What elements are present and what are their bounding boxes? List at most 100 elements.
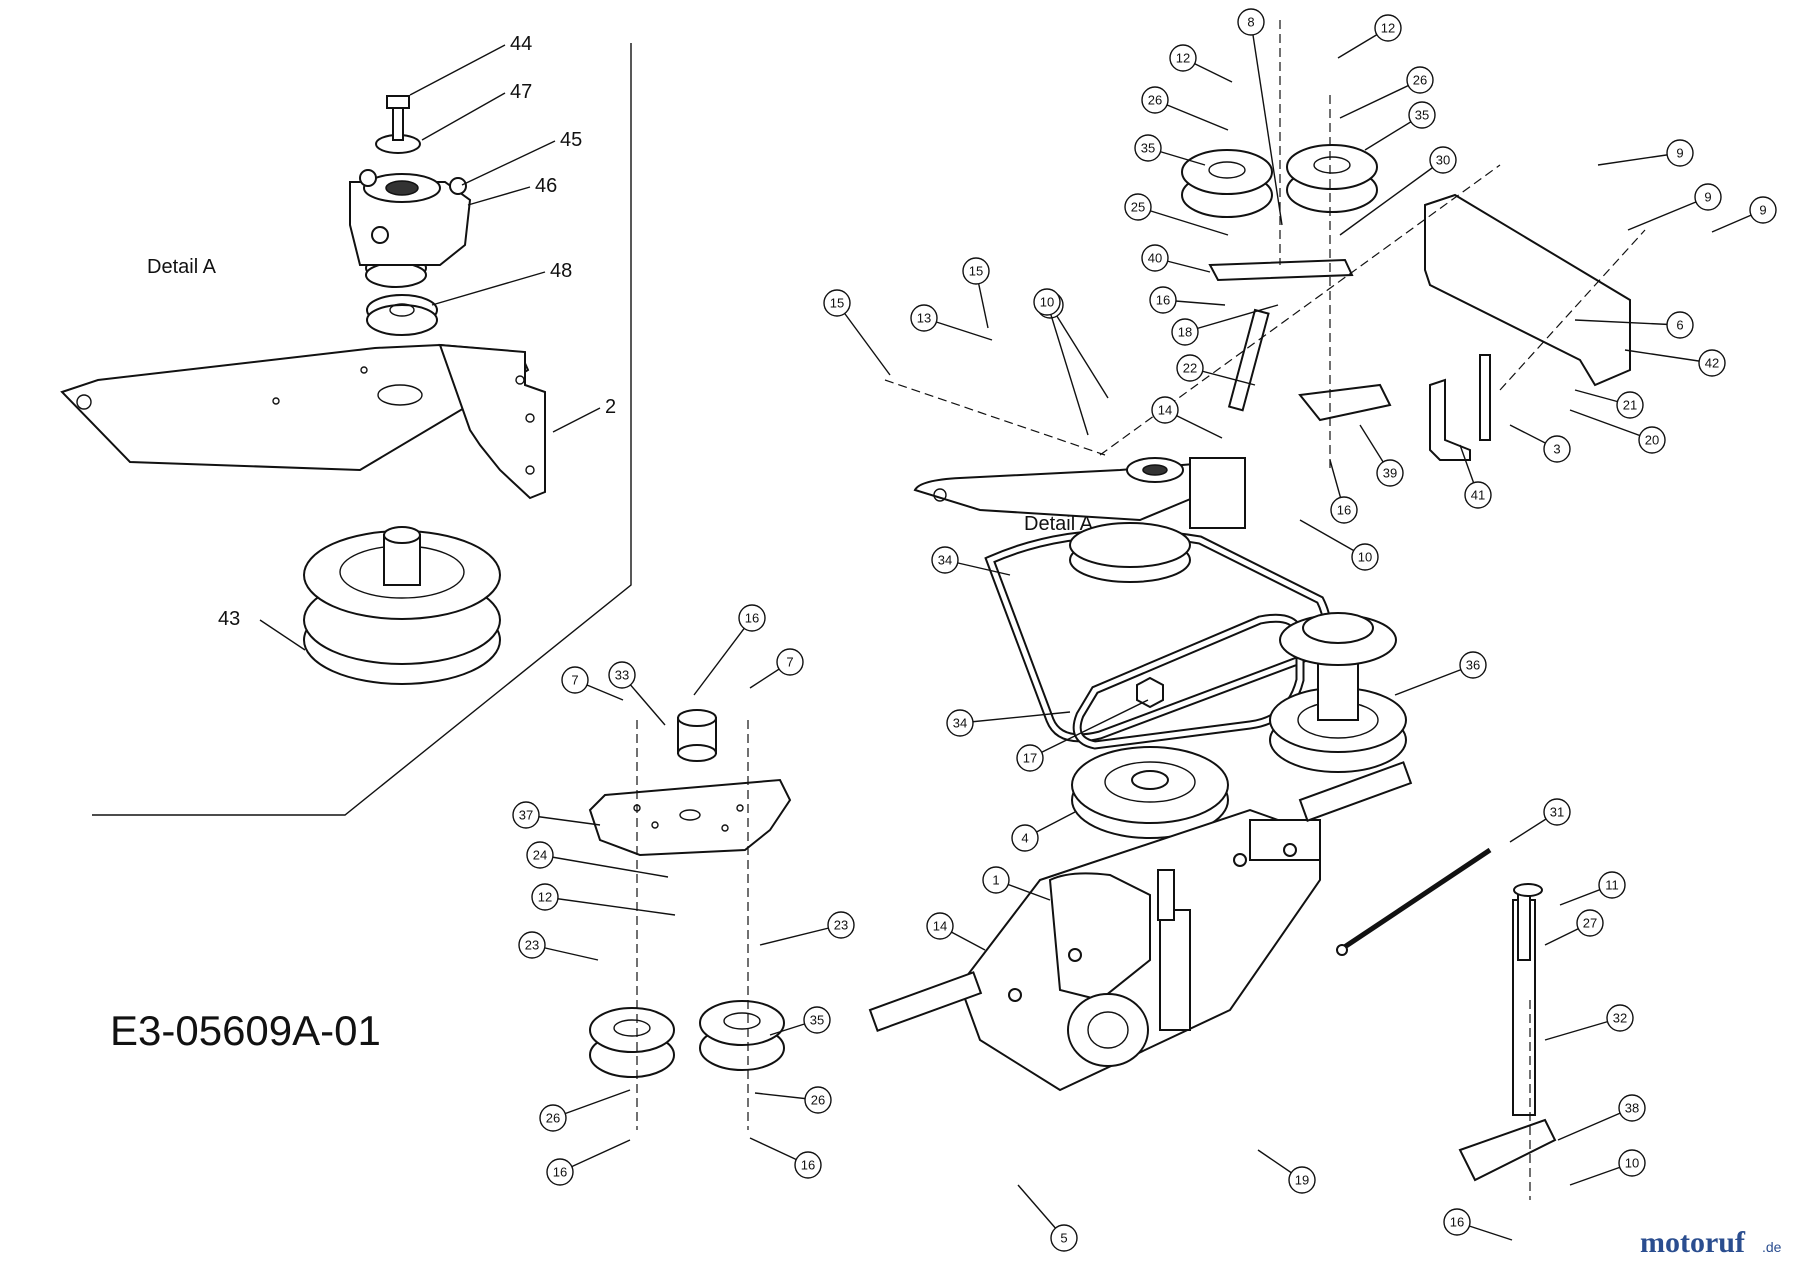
callout-number: 37 bbox=[519, 808, 533, 823]
callout-circle bbox=[1618, 1149, 1646, 1177]
callout-number: 7 bbox=[786, 655, 793, 670]
callout-circle bbox=[1698, 349, 1726, 377]
callout-circle bbox=[1351, 543, 1379, 571]
callout-circle bbox=[1576, 909, 1604, 937]
callout-circle bbox=[539, 1104, 567, 1132]
callout-circle bbox=[804, 1086, 832, 1114]
watermark-main: motoruf bbox=[1640, 1226, 1746, 1259]
callout-circle bbox=[1237, 8, 1265, 36]
callout-number: 19 bbox=[1295, 1173, 1309, 1188]
callout-circle bbox=[1033, 288, 1061, 316]
callout-circle bbox=[1543, 798, 1571, 826]
idler-plate-37 bbox=[588, 778, 792, 857]
drawing-code: E3-05609A-01 bbox=[110, 1007, 381, 1054]
callout-circle bbox=[1459, 651, 1487, 679]
callout-circle bbox=[1666, 139, 1694, 167]
callout-circle bbox=[1638, 426, 1666, 454]
callout-number: 23 bbox=[525, 938, 539, 953]
detail-callout-number: 2 bbox=[605, 396, 616, 418]
callout-number: 9 bbox=[1704, 190, 1711, 205]
callout-circle bbox=[803, 1006, 831, 1034]
callout-number: 16 bbox=[1450, 1215, 1464, 1230]
pulley-36 bbox=[1269, 612, 1407, 773]
callout-circle bbox=[1443, 1208, 1471, 1236]
callout-leader-line bbox=[1624, 349, 1713, 364]
callout-number: 30 bbox=[1436, 153, 1450, 168]
callout-number: 13 bbox=[917, 311, 931, 326]
spacer-33 bbox=[677, 709, 717, 762]
callout-circle bbox=[1134, 134, 1162, 162]
detail-callout-number: 46 bbox=[535, 175, 557, 197]
callout-leader-line bbox=[959, 711, 1071, 724]
callout-circle bbox=[1171, 318, 1199, 346]
callout-number: 32 bbox=[1613, 1011, 1627, 1026]
idler-pulleys-upper bbox=[1181, 144, 1378, 412]
tube-32-bracket-38 bbox=[1458, 883, 1557, 1182]
callout-circle bbox=[1016, 744, 1044, 772]
callout-number: 22 bbox=[1183, 361, 1197, 376]
detail-a-title: Detail A bbox=[147, 256, 217, 278]
callout-number: 31 bbox=[1550, 805, 1564, 820]
callout-circle bbox=[1543, 435, 1571, 463]
callout-number: 23 bbox=[834, 918, 848, 933]
callout-number: 41 bbox=[1471, 488, 1485, 503]
pulley-4 bbox=[1071, 676, 1229, 839]
callout-number: 9 bbox=[1759, 203, 1766, 218]
callout-leader-line bbox=[1597, 152, 1681, 166]
callout-leader-line bbox=[544, 896, 676, 916]
detail-leader-line bbox=[467, 186, 531, 206]
callout-circle bbox=[1408, 101, 1436, 129]
callout-leader-line bbox=[1184, 304, 1279, 333]
callout-circle bbox=[1616, 391, 1644, 419]
alignment-lines bbox=[636, 20, 1646, 1200]
callout-number: 21 bbox=[1623, 398, 1637, 413]
watermark-logo: motoruf .de bbox=[1640, 1226, 1782, 1259]
callout-leader-line bbox=[539, 854, 669, 878]
callout-leader-line bbox=[1250, 21, 1283, 226]
callout-circle bbox=[1141, 244, 1169, 272]
callout-number: 35 bbox=[1415, 108, 1429, 123]
transaxle bbox=[868, 761, 1413, 1092]
callout-number: 17 bbox=[1023, 751, 1037, 766]
main-idler-bracket bbox=[913, 457, 1246, 583]
callout-number: 11 bbox=[1605, 878, 1619, 893]
watermark-suffix: .de bbox=[1762, 1239, 1782, 1255]
callout-number: 24 bbox=[533, 848, 547, 863]
callout-number: 40 bbox=[1148, 251, 1162, 266]
callout-circle bbox=[546, 1158, 574, 1186]
detail-a-main-label: Detail A bbox=[1024, 513, 1094, 535]
callout-circle bbox=[1169, 44, 1197, 72]
callout-circle bbox=[1141, 86, 1169, 114]
callout-number: 12 bbox=[1176, 51, 1190, 66]
detail-a-assembly bbox=[60, 95, 546, 685]
callout-number: 34 bbox=[953, 716, 967, 731]
callout-number: 6 bbox=[1676, 318, 1683, 333]
callout-circle bbox=[931, 546, 959, 574]
callout-circle bbox=[1429, 146, 1457, 174]
callout-number: 16 bbox=[801, 1158, 815, 1173]
detail-leader-line bbox=[409, 44, 506, 96]
idler-pulleys-lower bbox=[589, 1000, 785, 1078]
callout-circle bbox=[910, 304, 938, 332]
callout-number: 1 bbox=[992, 873, 999, 888]
callout-leader-line bbox=[1049, 304, 1109, 399]
callout-circle bbox=[946, 709, 974, 737]
callout-number: 16 bbox=[1156, 293, 1170, 308]
callout-circle bbox=[1749, 196, 1777, 224]
callout-number: 10 bbox=[1625, 1156, 1639, 1171]
callout-leader-line bbox=[1137, 206, 1229, 236]
callout-number: 18 bbox=[1178, 325, 1192, 340]
callout-circle bbox=[962, 257, 990, 285]
callout-number: 15 bbox=[969, 264, 983, 279]
detail-leader-line bbox=[461, 140, 556, 186]
callout-number: 39 bbox=[1383, 466, 1397, 481]
callout-leader-line bbox=[1574, 319, 1681, 326]
callout-circle bbox=[738, 604, 766, 632]
detail-leader-line bbox=[421, 92, 506, 141]
callout-leader-line bbox=[1339, 159, 1444, 236]
callout-number: 26 bbox=[811, 1093, 825, 1108]
callout-number: 35 bbox=[810, 1013, 824, 1028]
callout-number: 26 bbox=[546, 1111, 560, 1126]
callout-number: 12 bbox=[1381, 21, 1395, 36]
